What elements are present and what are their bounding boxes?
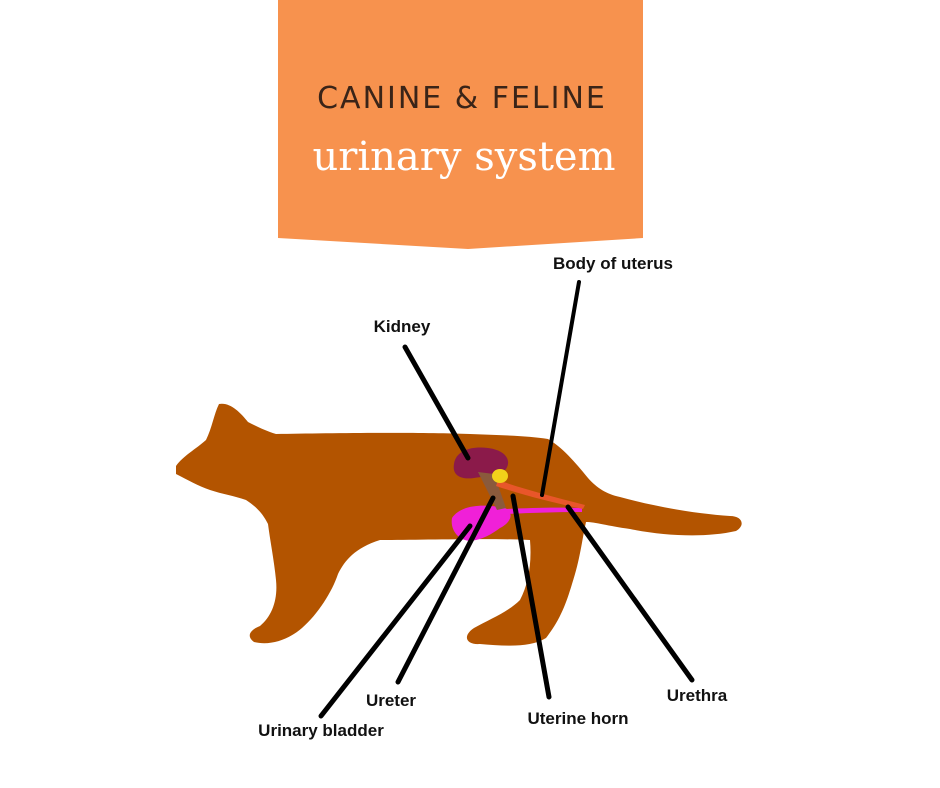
label-urethra: Urethra — [667, 686, 728, 705]
title-banner — [278, 0, 643, 249]
label-ureter: Ureter — [366, 691, 416, 710]
ovary-organ — [492, 469, 508, 483]
pointer-urinary-bladder — [318, 523, 473, 719]
pointer-urethra — [565, 504, 695, 683]
banner-title-line1: CANINE & FELINE — [317, 81, 607, 116]
pointer-lines — [318, 280, 695, 719]
banner-title-line2: urinary system — [312, 134, 615, 180]
label-body-of-uterus: Body of uterus — [553, 254, 673, 273]
urethra-organ — [505, 507, 582, 514]
pointer-uterine-horn — [510, 493, 552, 700]
pointer-ureter — [395, 495, 496, 685]
pointer-kidney — [402, 344, 471, 461]
pointer-body-of-uterus — [540, 280, 581, 497]
label-uterine-horn: Uterine horn — [527, 709, 628, 728]
ureter-organ — [478, 472, 506, 510]
label-kidney: Kidney — [374, 317, 431, 336]
label-urinary-bladder: Urinary bladder — [258, 721, 384, 740]
